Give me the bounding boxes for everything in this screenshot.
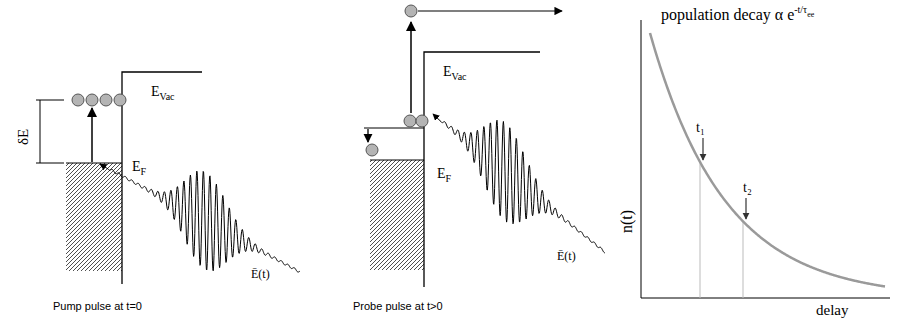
delay-marker-label-text: t₂ bbox=[743, 180, 752, 195]
electron bbox=[416, 115, 428, 127]
decay-arrow bbox=[367, 129, 368, 142]
plot-title-text: population decay α e bbox=[661, 6, 794, 23]
electron bbox=[72, 94, 84, 106]
plot-title-index: -t/τ bbox=[794, 4, 807, 15]
energy-gap-label: δE bbox=[14, 128, 32, 146]
plot-title: population decay α e-t/τee bbox=[660, 6, 815, 24]
vacuum-level-label-index: Vac bbox=[160, 91, 175, 102]
escape-arrow bbox=[418, 10, 562, 11]
fermi-sea bbox=[66, 163, 122, 271]
electron bbox=[114, 94, 126, 106]
field-label-text: Ē(t) bbox=[251, 267, 270, 281]
axis-label-text: delay bbox=[816, 302, 848, 318]
panel-caption-text: Pump pulse at t=0 bbox=[53, 300, 142, 312]
field-label: Ē(t) bbox=[250, 264, 271, 282]
energy-gap-label-text: δE bbox=[15, 129, 31, 145]
y-axis bbox=[641, 20, 642, 298]
excited-level bbox=[364, 128, 424, 129]
panel-caption-text: Probe pulse at t>0 bbox=[353, 300, 443, 312]
field-label: Ē(t) bbox=[556, 246, 577, 264]
vacuum-level-label: EVac bbox=[442, 62, 468, 80]
fermi-sea bbox=[370, 160, 424, 270]
delay-marker bbox=[743, 221, 744, 298]
excited-electrons bbox=[72, 94, 126, 106]
panel-caption: Probe pulse at t>0 bbox=[352, 296, 444, 314]
electron bbox=[405, 5, 417, 17]
fermi-level bbox=[370, 160, 424, 161]
fermi-level bbox=[66, 163, 122, 164]
surface-barrier bbox=[424, 52, 540, 287]
fermi-level-label-text: E bbox=[437, 166, 446, 181]
excitation-arrow bbox=[91, 108, 93, 162]
axis-label: n(t) bbox=[618, 209, 636, 234]
vacuum-level-label-text: E bbox=[151, 84, 160, 99]
delay-marker-label: t₁ bbox=[695, 118, 706, 136]
delay-marker-label: t₂ bbox=[742, 178, 753, 196]
panel-caption: Pump pulse at t=0 bbox=[52, 296, 143, 314]
fermi-level-label-text: E bbox=[132, 159, 141, 174]
delay-marker bbox=[700, 162, 701, 298]
excited-electrons bbox=[366, 5, 428, 156]
fermi-level-label-index: F bbox=[141, 166, 147, 177]
fermi-level-label-index: F bbox=[446, 173, 452, 184]
pointer-arrow bbox=[745, 198, 746, 219]
pump-pulse bbox=[100, 164, 300, 272]
vacuum-level-label-index: Vac bbox=[452, 71, 467, 82]
axis-label: delay bbox=[815, 301, 849, 319]
electron bbox=[86, 94, 98, 106]
decay-curve bbox=[650, 33, 885, 286]
delay-marker-label-text: t₁ bbox=[696, 120, 705, 135]
axis-label-text: n(t) bbox=[618, 210, 635, 233]
vacuum-level-label: EVac bbox=[150, 82, 176, 100]
electron bbox=[366, 144, 378, 156]
fermi-level-label: EF bbox=[131, 157, 147, 175]
electron bbox=[100, 94, 112, 106]
energy-bracket bbox=[40, 100, 41, 163]
fermi-level-label: EF bbox=[436, 164, 452, 182]
photoemission-arrow bbox=[410, 22, 412, 113]
vacuum-level-label-text: E bbox=[443, 64, 452, 79]
probe-pulse bbox=[433, 114, 605, 253]
pointer-arrow bbox=[702, 138, 703, 160]
x-axis bbox=[641, 298, 890, 299]
field-label-text: Ē(t) bbox=[557, 249, 576, 263]
plot-title-index: ee bbox=[807, 10, 814, 19]
electron bbox=[404, 115, 416, 127]
